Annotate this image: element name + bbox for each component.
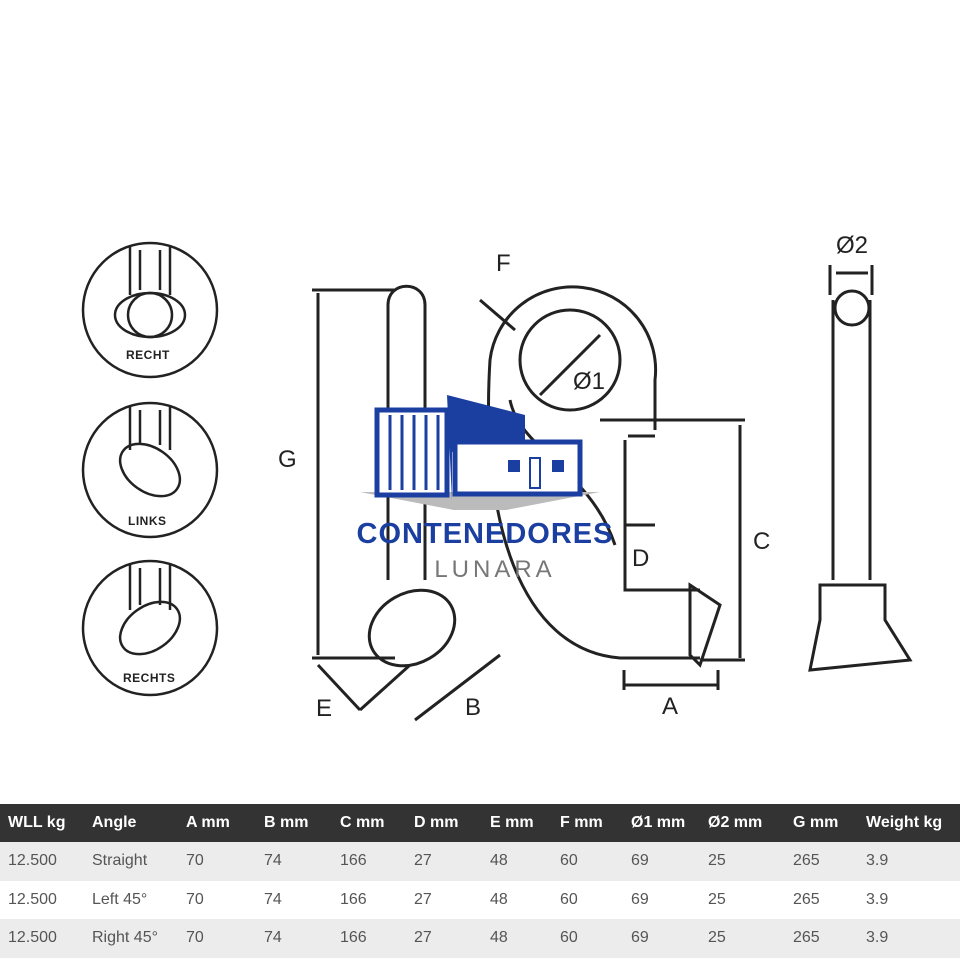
dim-e: E [316,695,333,722]
dim-d2: Ø2 [836,232,869,259]
specifications-table: WLL kg Angle A mm B mm C mm D mm E mm F … [0,804,960,958]
cell: 60 [560,890,578,908]
cell: 70 [178,919,256,958]
col-header: Weight kg [858,804,960,842]
cell: 48 [482,919,552,958]
dim-f: F [496,250,511,277]
view-label-links: LINKS [128,514,167,528]
dim-d: D [632,545,650,572]
cell: 27 [406,919,482,958]
cell: 166 [332,919,406,958]
cell: 25 [700,842,785,881]
cell: 74 [264,890,282,908]
cell: 3.9 [866,890,889,908]
cell: 69 [623,842,700,881]
dim-b: B [465,694,482,721]
cell: 70 [186,890,204,908]
cell: Right 45° [84,919,178,958]
col-header: A mm [178,804,256,842]
cell: 265 [785,919,858,958]
cell: 265 [793,890,820,908]
cell: Straight [84,842,178,881]
cell: 48 [482,842,552,881]
cell: 69 [623,919,700,958]
cell: 3.9 [858,919,960,958]
dim-g: G [278,446,297,473]
cell: 74 [256,919,332,958]
col-header: D mm [406,804,482,842]
table-header-row: WLL kg Angle A mm B mm C mm D mm E mm F … [0,804,960,842]
cell: 27 [414,890,432,908]
col-header: E mm [482,804,552,842]
dim-a: A [662,693,679,720]
cell: 69 [631,890,649,908]
cell: 27 [406,842,482,881]
cell: Left 45° [92,890,148,908]
view-label-recht: RECHT [126,348,170,362]
cell: 25 [700,919,785,958]
container-building-icon [360,395,600,515]
cell: 265 [785,842,858,881]
cell: 3.9 [858,842,960,881]
col-header: B mm [256,804,332,842]
view-circles [81,241,219,697]
cell: 166 [332,842,406,881]
dim-d1: Ø1 [573,368,606,395]
cell: 48 [490,890,508,908]
watermark-logo: CONTENEDORES LUNARA [340,380,630,583]
col-header: F mm [552,804,623,842]
col-header: G mm [785,804,858,842]
col-header: Ø2 mm [700,804,785,842]
cell: 12.500 [0,842,84,881]
col-header: WLL kg [0,804,84,842]
cell: 60 [552,919,623,958]
col-header: Angle [84,804,178,842]
cell: 12.500 [0,919,84,958]
cell: 12.500 [8,890,57,908]
col-header: Ø1 mm [623,804,700,842]
cell: 60 [552,842,623,881]
logo-name: CONTENEDORES [356,518,614,550]
view-label-rechts: RECHTS [123,671,176,685]
col-header: C mm [332,804,406,842]
cell: 166 [340,890,367,908]
logo-subname: LUNARA [434,556,556,583]
cell: 25 [708,890,726,908]
dim-c: C [753,528,771,555]
table-row: 12.500 Left 45° 70 74 166 27 48 60 69 25 265 3.9 [0,881,960,920]
cell: 70 [178,842,256,881]
end-view [808,265,913,672]
cell: 74 [256,842,332,881]
